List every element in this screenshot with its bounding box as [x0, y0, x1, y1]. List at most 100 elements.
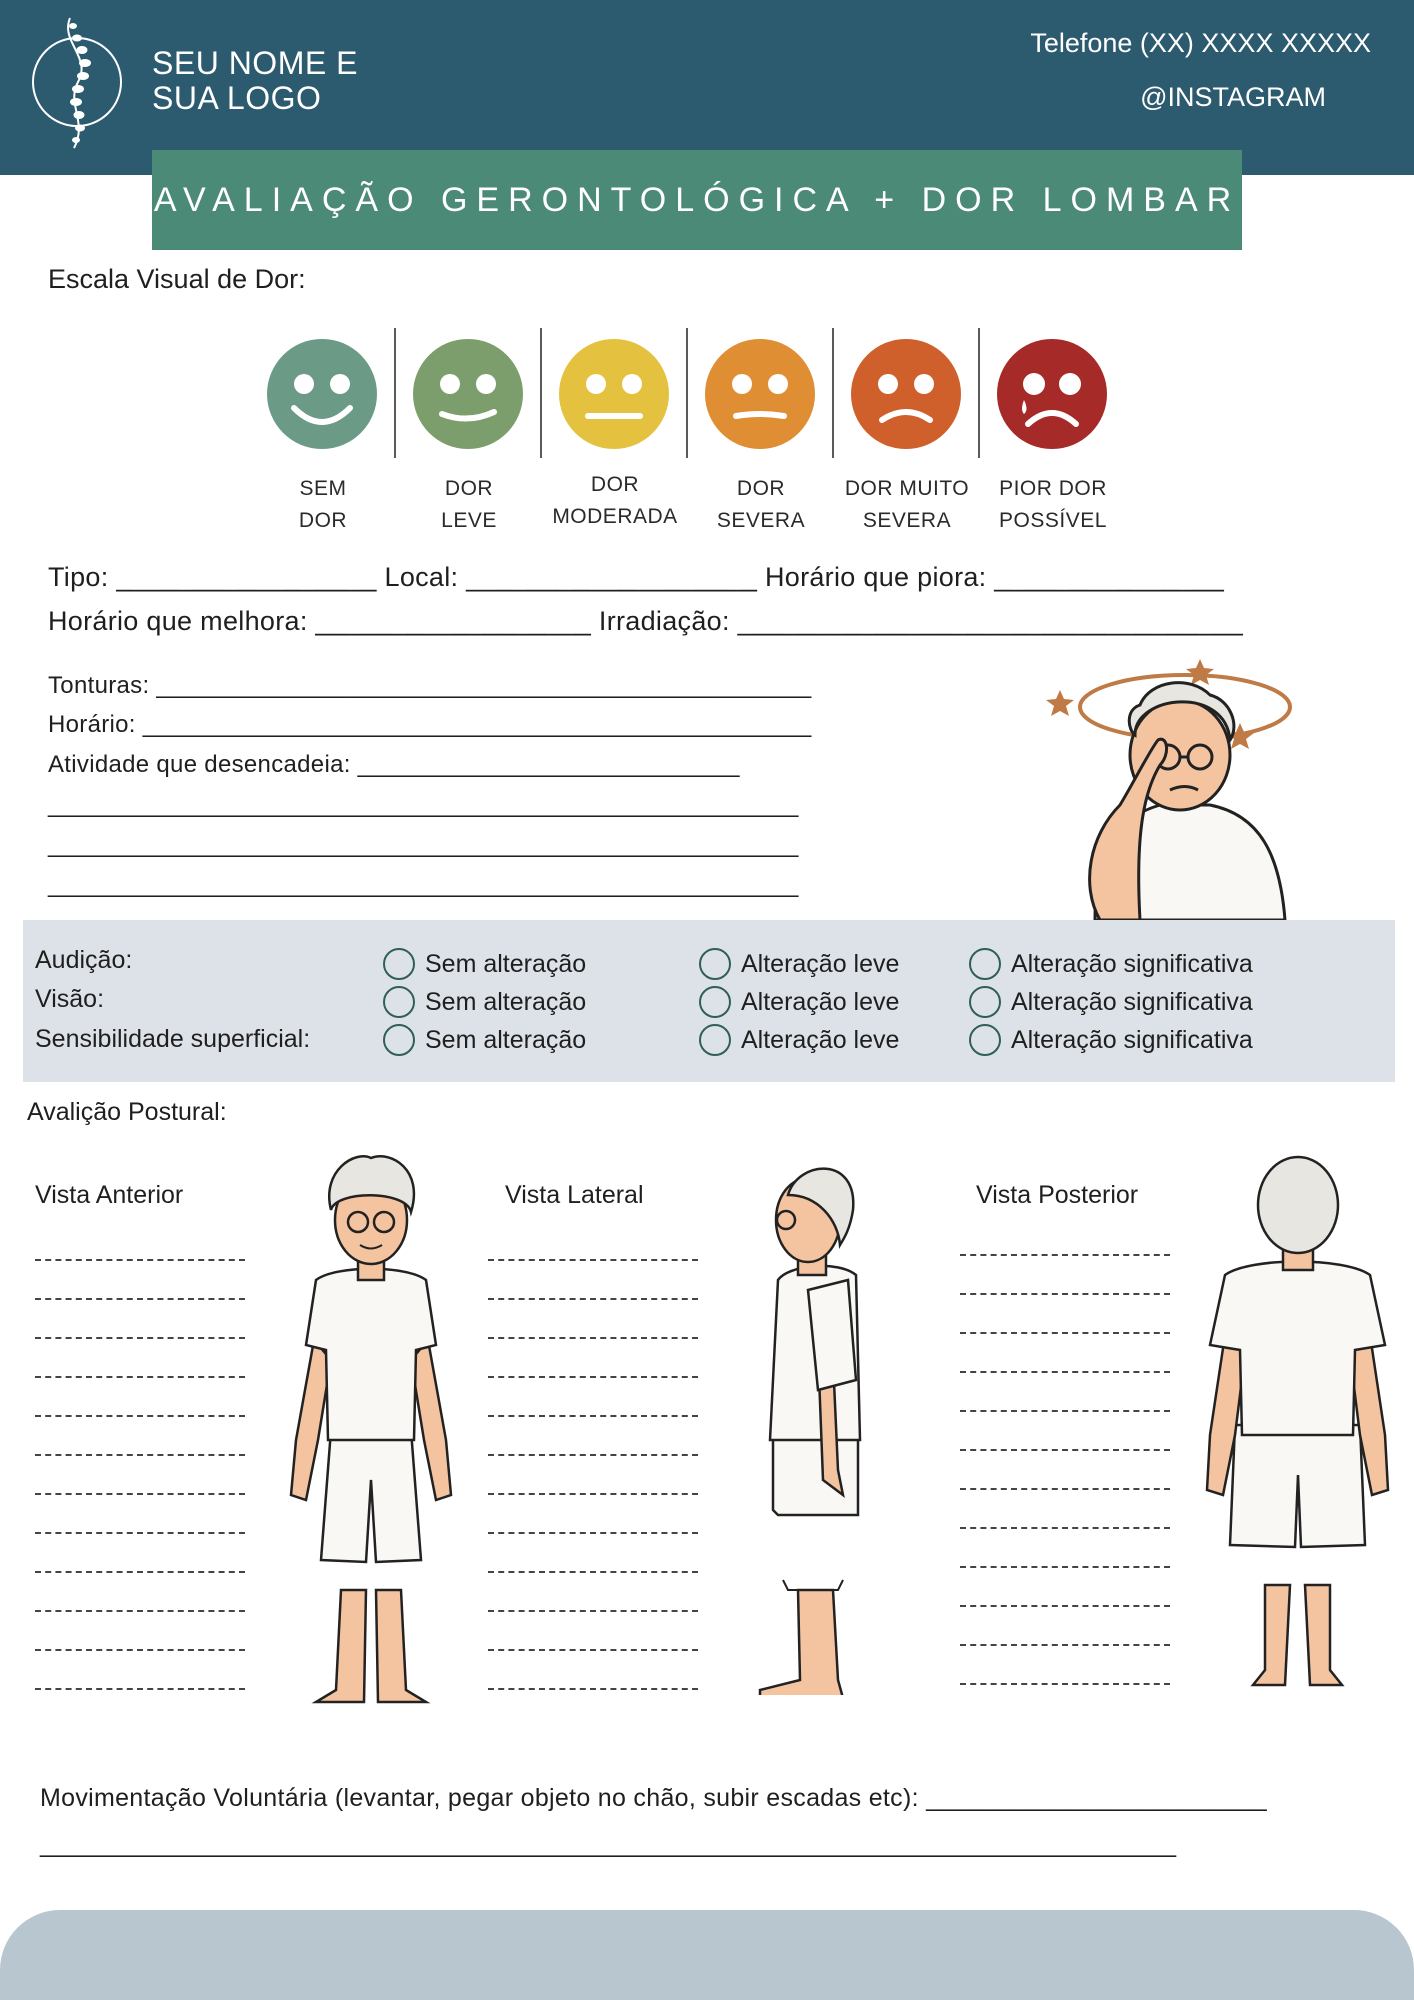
pain-level-line2: DOR — [298, 509, 348, 532]
phone-text: Telefone (XX) XXXX XXXXX — [1030, 28, 1371, 58]
note-line[interactable] — [960, 1305, 1170, 1344]
vision-option-normal[interactable]: Sem alteração — [383, 986, 586, 1018]
note-line[interactable] — [35, 1427, 245, 1466]
hearing-option-mild[interactable]: Alteração leve — [699, 948, 899, 980]
hearing-option-normal[interactable]: Sem alteração — [383, 948, 586, 980]
note-line[interactable] — [488, 1427, 698, 1466]
note-line[interactable] — [35, 1544, 245, 1583]
movement-blank-line[interactable]: ________________________________________… — [40, 1830, 1177, 1858]
radio-circle[interactable] — [969, 948, 1001, 980]
note-line[interactable] — [488, 1232, 698, 1271]
anterior-notes[interactable] — [35, 1232, 245, 1700]
sensitivity-option-significant[interactable]: Alteração significativa — [969, 1024, 1253, 1056]
note-line[interactable] — [488, 1388, 698, 1427]
note-line[interactable] — [35, 1661, 245, 1700]
note-line[interactable] — [960, 1500, 1170, 1539]
pain-level-line1: PIOR DOR — [999, 477, 1107, 500]
elderly-back-view-icon — [1205, 1145, 1390, 1690]
flat-face-icon — [705, 339, 815, 449]
dizzy-elderly-man-icon — [1040, 655, 1300, 922]
option-label: Sem alteração — [425, 987, 587, 1016]
note-line[interactable] — [960, 1539, 1170, 1578]
pain-level-very-severe[interactable]: DOR MUITO SEVERA — [842, 328, 988, 538]
note-line[interactable] — [35, 1622, 245, 1661]
note-line[interactable] — [960, 1383, 1170, 1422]
vision-option-significant[interactable]: Alteração significativa — [969, 986, 1253, 1018]
option-label: Alteração significativa — [1011, 949, 1253, 978]
note-line[interactable] — [488, 1349, 698, 1388]
note-line[interactable] — [960, 1422, 1170, 1461]
brand-line-2: SUA LOGO — [152, 80, 322, 116]
movement-field[interactable]: Movimentação Voluntária (levantar, pegar… — [40, 1784, 1267, 1812]
note-line[interactable] — [488, 1583, 698, 1622]
posterior-notes[interactable] — [960, 1227, 1170, 1695]
radio-circle[interactable] — [699, 986, 731, 1018]
pain-level-line2: SEVERA — [862, 509, 952, 532]
note-line[interactable] — [960, 1578, 1170, 1617]
vision-label: Visão: — [35, 985, 105, 1013]
note-line[interactable] — [35, 1232, 245, 1271]
radio-circle[interactable] — [383, 1024, 415, 1056]
hearing-option-significant[interactable]: Alteração significativa — [969, 948, 1253, 980]
option-label: Alteração significativa — [1011, 1025, 1253, 1054]
note-line[interactable] — [35, 1349, 245, 1388]
brand-name: SEU NOME E SUA LOGO — [152, 46, 358, 116]
note-line[interactable] — [488, 1622, 698, 1661]
pain-level-severe[interactable]: DOR SEVERA — [696, 328, 842, 538]
elderly-side-view-icon — [748, 1150, 878, 1700]
note-line[interactable] — [960, 1461, 1170, 1500]
instagram-text: @INSTAGRAM — [1140, 82, 1326, 112]
sensitivity-option-normal[interactable]: Sem alteração — [383, 1024, 586, 1056]
slight-smile-face-icon — [413, 339, 523, 449]
note-line[interactable] — [488, 1544, 698, 1583]
lateral-notes[interactable] — [488, 1232, 698, 1700]
note-line[interactable] — [488, 1466, 698, 1505]
pain-level-moderate[interactable]: DOR MODERADA — [550, 328, 696, 538]
note-line[interactable] — [35, 1388, 245, 1427]
note-line[interactable] — [960, 1617, 1170, 1656]
scale-divider — [832, 328, 834, 458]
pain-level-worst[interactable]: PIOR DOR POSSÍVEL — [988, 328, 1134, 538]
note-line[interactable] — [960, 1227, 1170, 1266]
pain-level-label: DOR MUITO SEVERA — [832, 473, 982, 537]
radio-circle[interactable] — [383, 986, 415, 1018]
note-line[interactable] — [35, 1310, 245, 1349]
note-line[interactable] — [35, 1583, 245, 1622]
note-line[interactable] — [35, 1466, 245, 1505]
vision-option-mild[interactable]: Alteração leve — [699, 986, 899, 1018]
radio-circle[interactable] — [383, 948, 415, 980]
radio-circle[interactable] — [969, 1024, 1001, 1056]
pain-fields-row-1[interactable]: Tipo: _________________ Local: _________… — [48, 562, 1225, 592]
anterior-view-title: Vista Anterior — [35, 1181, 184, 1209]
dizziness-field[interactable]: Tonturas: ______________________________… — [48, 672, 812, 699]
footer-bar — [0, 1910, 1414, 2000]
option-label: Alteração significativa — [1011, 987, 1253, 1016]
pain-level-none[interactable]: SEM DOR — [258, 328, 404, 538]
note-line[interactable] — [35, 1505, 245, 1544]
pain-level-mild[interactable]: DOR LEVE — [404, 328, 550, 538]
radio-circle[interactable] — [699, 948, 731, 980]
sensitivity-option-mild[interactable]: Alteração leve — [699, 1024, 899, 1056]
note-line[interactable] — [960, 1656, 1170, 1695]
radio-circle[interactable] — [969, 986, 1001, 1018]
pain-level-line2: MODERADA — [552, 505, 678, 528]
radio-circle[interactable] — [699, 1024, 731, 1056]
note-line[interactable] — [488, 1310, 698, 1349]
note-line[interactable] — [35, 1271, 245, 1310]
note-line[interactable] — [960, 1266, 1170, 1305]
note-line[interactable] — [488, 1661, 698, 1700]
note-line[interactable] — [488, 1271, 698, 1310]
dizziness-time-field[interactable]: Horário: _______________________________… — [48, 711, 812, 738]
notes-line[interactable]: ________________________________________… — [48, 871, 799, 898]
pain-fields-row-2[interactable]: Horário que melhora: __________________ … — [48, 606, 1244, 636]
note-line[interactable] — [960, 1344, 1170, 1383]
notes-line[interactable]: ________________________________________… — [48, 831, 799, 858]
pain-level-line1: DOR MUITO — [844, 477, 970, 500]
pain-scale-label: Escala Visual de Dor: — [48, 264, 306, 294]
scale-divider — [394, 328, 396, 458]
scale-divider — [686, 328, 688, 458]
senses-panel: Audição: Sem alteração Alteração leve Al… — [23, 920, 1395, 1082]
notes-line[interactable]: ________________________________________… — [48, 791, 799, 818]
trigger-activity-field[interactable]: Atividade que desencadeia: _____________… — [48, 751, 740, 778]
note-line[interactable] — [488, 1505, 698, 1544]
